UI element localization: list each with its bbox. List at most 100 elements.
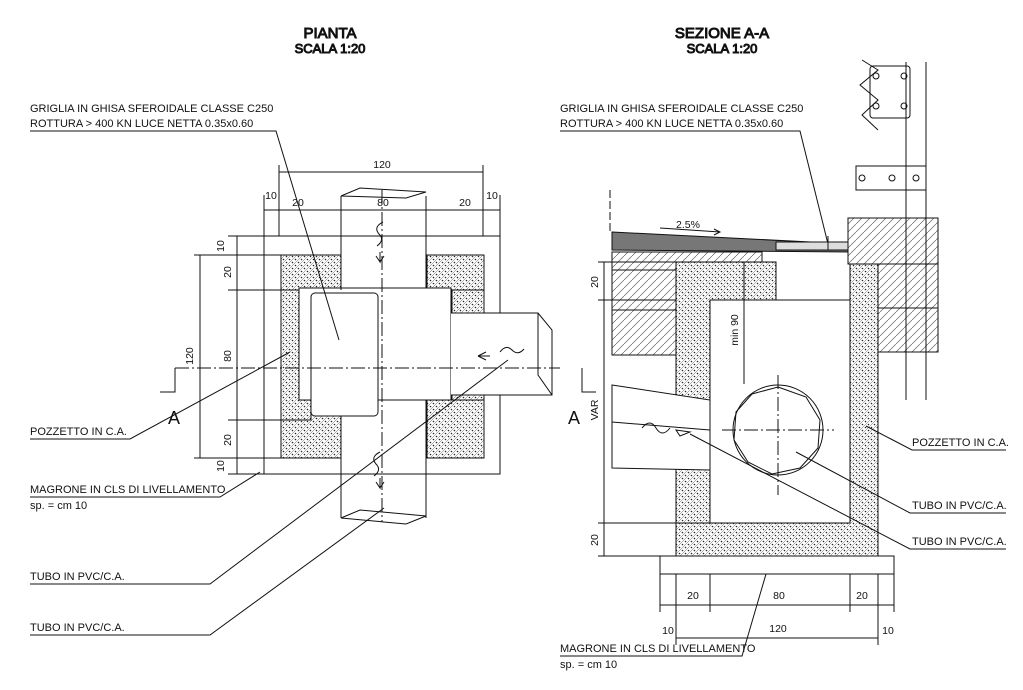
plan-cut-label-right: A	[568, 408, 580, 428]
section-inlet-pipe	[611, 384, 711, 471]
section-label-tubo-1: TUBO IN PVC/C.A.	[912, 500, 1007, 512]
plan-pipe-horizontal	[451, 312, 553, 396]
section-subbase-upper	[611, 269, 677, 311]
section-slope-line	[659, 227, 721, 233]
plan-leader-pozzetto	[30, 351, 291, 440]
section-dim-ext-left	[598, 261, 710, 557]
section-pipe-polygon	[733, 386, 821, 475]
section-leader-tubo-1	[795, 451, 1006, 514]
section-label-griglia-line2: ROTTURA > 400 KN LUCE NETTA 0.35x0.60	[560, 118, 783, 130]
plan-pipe-bottom-end	[340, 509, 427, 525]
plan-flow-arrow-bottom-icon	[375, 478, 385, 490]
section-inlet-arrow-icon	[674, 429, 692, 437]
section-dim-bottom-80: 80	[773, 590, 785, 602]
section-leader-magrone	[560, 573, 767, 657]
section-dim-bottom-20b: 20	[856, 590, 868, 602]
section-fill-upper	[877, 263, 939, 309]
plan-leader-magrone	[30, 471, 261, 498]
section-slope-arrow-icon	[713, 228, 722, 236]
plan-dim-left-total: 120	[184, 347, 196, 365]
plan-label-magrone-line2: sp. = cm 10	[30, 500, 87, 512]
section-inlet-pipe-axis	[611, 421, 711, 431]
plan-leader-griglia	[30, 130, 340, 341]
plan-pipe-break-bottom	[373, 451, 381, 477]
plan-dim-left-10a: 10	[215, 240, 227, 252]
plan-dim-top-20b: 20	[459, 197, 471, 209]
bolt-icon	[872, 72, 880, 80]
plan-scale: SCALA 1:20	[295, 41, 366, 56]
section-scale: SCALA 1:20	[687, 41, 758, 56]
plan-cut-label-left: A	[168, 408, 180, 428]
plan-dim-top-10a: 10	[265, 190, 277, 202]
plan-leader-tubo-1	[30, 359, 509, 585]
section-label-magrone-line2: sp. = cm 10	[560, 659, 617, 671]
section-fill-lower	[877, 307, 939, 353]
section-subbase-lower	[611, 309, 677, 356]
section-dim-min90: min 90	[729, 314, 741, 346]
plan-dim-left-80: 80	[222, 350, 234, 362]
section-dim-left-20b: 20	[589, 534, 601, 546]
plan-title: PIANTA	[303, 25, 356, 42]
bolt-icon	[900, 102, 908, 110]
plan-label-tubo-2: TUBO IN PVC/C.A.	[30, 622, 125, 634]
plan-label-pozzetto: POZZETTO IN C.A.	[30, 426, 127, 438]
section-leader-pozzetto	[865, 425, 1006, 451]
plan-view: PIANTA SCALA 1:20 A A	[30, 25, 596, 636]
section-dim-var: VAR	[589, 399, 601, 420]
plan-pipe-break-top	[376, 221, 384, 247]
bolt-icon	[912, 174, 920, 182]
section-dim-bottom-120: 120	[769, 623, 787, 635]
plan-label-griglia-line2: ROTTURA > 400 KN LUCE NETTA 0.35x0.60	[30, 118, 253, 130]
bolt-icon	[888, 174, 896, 182]
plan-dim-ext-left	[194, 235, 281, 475]
plan-wall-se	[426, 397, 485, 459]
section-kerb	[847, 217, 939, 265]
section-guardrail-wave	[859, 59, 879, 131]
plan-cut-mark-left	[160, 368, 176, 393]
plan-dim-top-total: 120	[373, 159, 391, 171]
plan-dim-left-20b: 20	[222, 434, 234, 446]
section-view: SEZIONE A-A SCALA 1:20 GRIGLIA IN GHISA …	[560, 25, 1009, 671]
plan-pipe-top-end	[340, 187, 427, 199]
plan-leader-tubo-2	[30, 507, 385, 636]
plan-pipe-horizontal-end	[537, 313, 553, 396]
plan-label-tubo-1: TUBO IN PVC/C.A.	[30, 571, 125, 583]
plan-dim-left-20a: 20	[222, 266, 234, 278]
section-dim-bottom-10a: 10	[662, 625, 674, 637]
section-label-pozzetto: POZZETTO IN C.A.	[912, 437, 1009, 449]
section-title: SEZIONE A-A	[675, 25, 769, 42]
plan-pipe-break-horizontal	[499, 346, 525, 354]
section-label-tubo-2: TUBO IN PVC/C.A.	[912, 536, 1007, 548]
section-dim-ext-bottom	[659, 574, 895, 645]
bolt-icon	[872, 102, 880, 110]
plan-dim-ext-top	[263, 165, 501, 236]
plan-label-griglia-line1: GRIGLIA IN GHISA SFEROIDALE CLASSE C250	[30, 103, 273, 115]
plan-pipe-vert-bottom	[340, 400, 427, 518]
section-dim-bottom-20a: 20	[687, 590, 699, 602]
plan-flow-arrow-top-icon	[375, 252, 385, 264]
plan-dim-top-10b: 10	[486, 190, 498, 202]
plan-label-magrone-line1: MAGRONE IN CLS DI LIVELLAMENTO	[30, 484, 226, 496]
section-inlet-pipe-break	[641, 422, 671, 434]
section-label-magrone-line1: MAGRONE IN CLS DI LIVELLAMENTO	[560, 643, 756, 655]
bolt-icon	[900, 72, 908, 80]
plan-cut-mark-right	[581, 368, 596, 393]
section-slope-label: 2.5%	[676, 219, 700, 231]
section-label-griglia-line1: GRIGLIA IN GHISA SFEROIDALE CLASSE C250	[560, 103, 803, 115]
section-guardrail-spacer	[855, 165, 927, 191]
section-pipe-centerlines	[722, 375, 834, 495]
plan-dim-top-80: 80	[377, 197, 389, 209]
plan-dim-left-10b: 10	[215, 460, 227, 472]
section-dim-bottom-10b: 10	[882, 625, 894, 637]
section-guardrail-bracket	[869, 65, 911, 119]
section-magrone	[659, 555, 895, 575]
plan-flow-arrow-horizontal-icon	[477, 351, 490, 361]
section-leader-griglia	[560, 130, 829, 245]
plan-grate	[310, 292, 379, 417]
section-chamber	[709, 299, 851, 524]
bolt-icon	[858, 174, 866, 182]
section-leader-tubo-2	[689, 433, 1006, 550]
section-dim-left-20a: 20	[589, 276, 601, 288]
section-grate	[775, 241, 849, 251]
